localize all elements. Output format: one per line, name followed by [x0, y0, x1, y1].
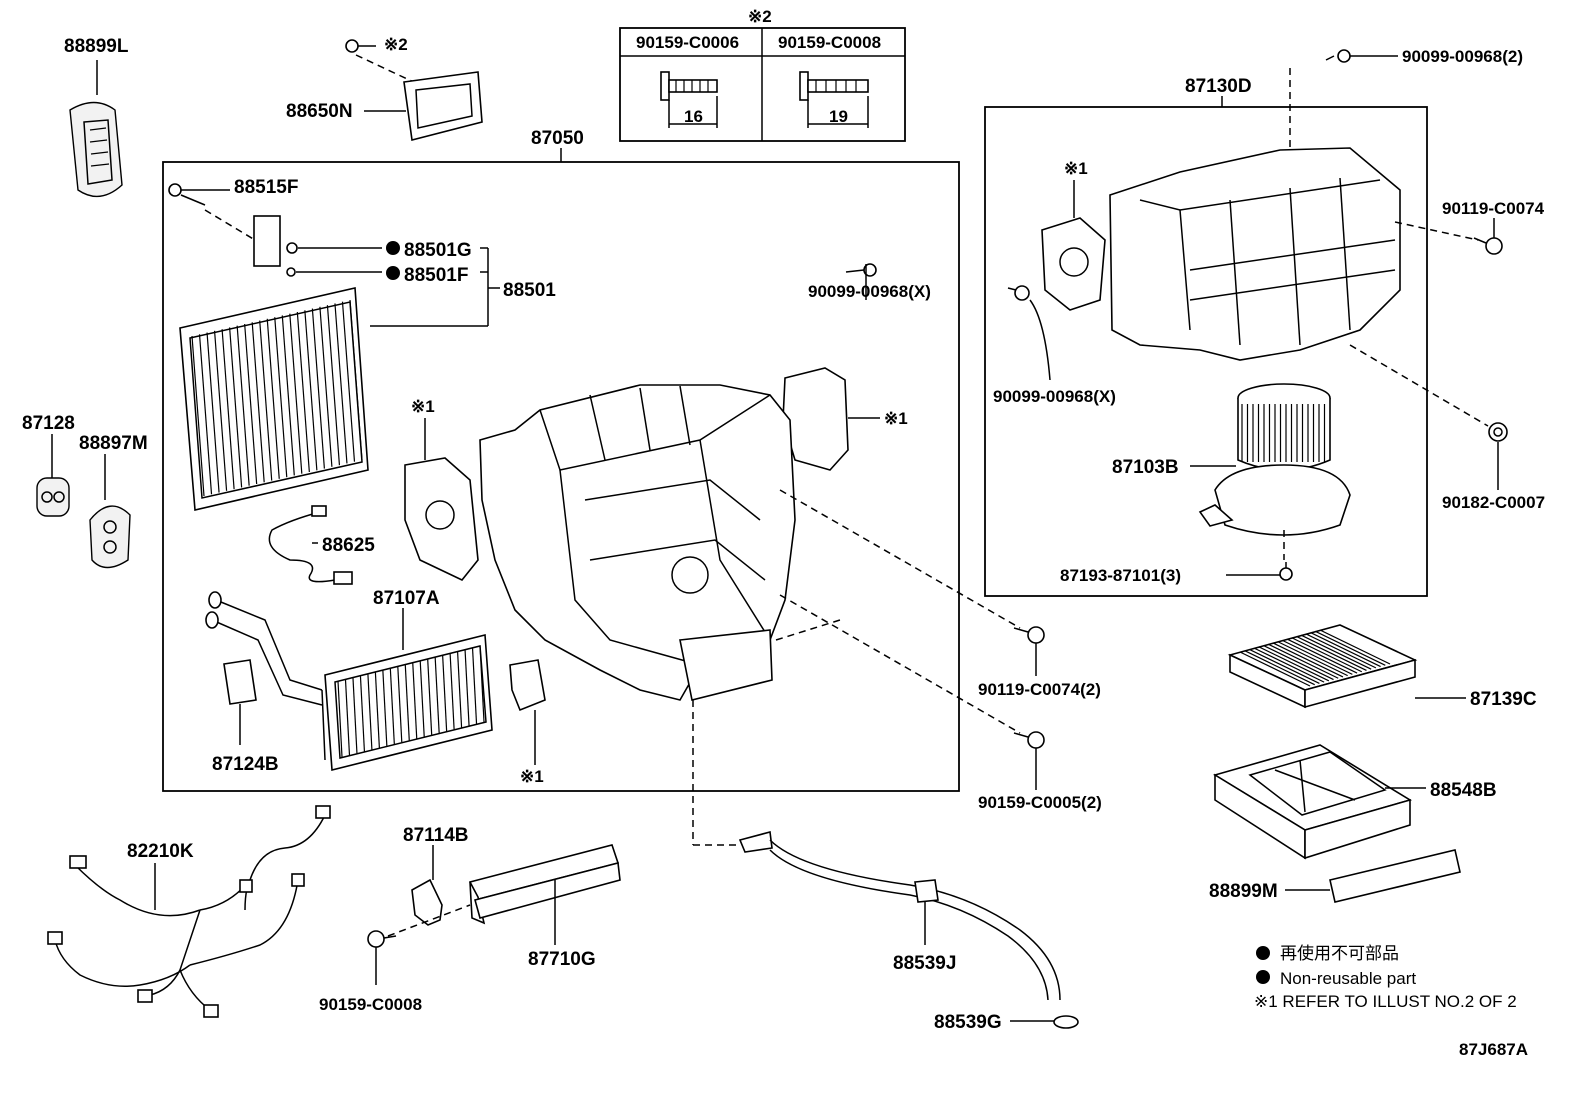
non-reusable-dot-icon	[1256, 946, 1270, 960]
part-87130D-housing	[1109, 147, 1401, 361]
screw-icon	[1013, 731, 1045, 790]
legend-non-reusable: Non-reusable part	[1280, 969, 1416, 988]
label-87103B: 87103B	[1112, 457, 1179, 478]
screw-icon	[1325, 49, 1398, 63]
table-col-90159-C0006: 90159-C0006	[636, 33, 739, 52]
screw-icon	[1226, 562, 1293, 581]
label-88650N: 88650N	[286, 101, 353, 122]
label-87050: 87050	[531, 128, 584, 149]
part-87710G-heater	[469, 844, 621, 945]
part-resistor	[509, 659, 546, 765]
label-87130D: 87130D	[1185, 76, 1252, 97]
legend: 再使用不可部品 Non-reusable part ※1 REFER TO IL…	[1254, 943, 1517, 1011]
part-87050-housing	[479, 384, 796, 701]
part-87124B-bracket	[223, 659, 257, 745]
part-88650N-drawing	[345, 39, 483, 141]
legend-refer-illust: ※1 REFER TO ILLUST NO.2 OF 2	[1254, 992, 1517, 1011]
bolt-icon	[799, 71, 869, 101]
ref2-table: ※2	[748, 7, 772, 26]
label-90119-C0074-2: 90119-C0074(2)	[978, 680, 1101, 699]
table-col-90159-C0008: 90159-C0008	[778, 33, 881, 52]
label-88539G: 88539G	[934, 1012, 1002, 1033]
label-82210K: 82210K	[127, 841, 194, 862]
label-88501: 88501	[503, 280, 556, 301]
bolt-icon	[660, 71, 718, 101]
screw-icon	[1473, 218, 1503, 255]
dim-16: 16	[684, 107, 703, 126]
label-87107A: 87107A	[373, 588, 440, 609]
ref1-actuator-left: ※1	[411, 397, 435, 416]
diagram-id: 87J687A	[1459, 1040, 1528, 1059]
label-87124B: 87124B	[212, 754, 279, 775]
label-87193-87101-3: 87193-87101(3)	[1060, 566, 1181, 585]
label-88899M: 88899M	[1209, 881, 1278, 902]
label-87128: 87128	[22, 413, 75, 434]
part-88501-evaporator	[179, 287, 369, 511]
non-reusable-dot-icon	[386, 266, 400, 280]
label-90099-00968-x2: 90099-00968(X)	[993, 387, 1116, 406]
part-actuator-right	[782, 367, 880, 471]
part-88897M-drawing	[89, 454, 131, 569]
label-88897M: 88897M	[79, 433, 148, 454]
label-87710G: 87710G	[528, 949, 596, 970]
label-87114B: 87114B	[403, 825, 469, 846]
ref2-88650N: ※2	[384, 35, 408, 54]
label-88501F: 88501F	[404, 265, 468, 286]
label-90159-C0008: 90159-C0008	[319, 995, 422, 1014]
bolt-table: 16 19	[619, 27, 906, 142]
part-damper	[1041, 180, 1106, 311]
part-actuator-left	[404, 418, 479, 581]
screw-icon	[845, 263, 877, 300]
group-87130D-box	[984, 106, 1428, 597]
part-82210K-harness	[47, 805, 331, 1018]
label-88501G: 88501G	[404, 240, 472, 261]
part-88539G-drawing	[1010, 1015, 1079, 1029]
part-87107A-heater-core	[205, 591, 493, 772]
screw-icon	[1007, 285, 1051, 381]
non-reusable-dot-icon	[1256, 970, 1270, 984]
part-87103B-fan	[1190, 383, 1351, 536]
label-90159-C0005-2: 90159-C0005(2)	[978, 793, 1102, 812]
label-90099-00968-x1: 90099-00968(X)	[808, 282, 931, 301]
part-87114B-drawing	[411, 845, 443, 926]
label-88899L: 88899L	[64, 36, 129, 57]
ref1-damper: ※1	[1064, 159, 1088, 178]
screw-icon	[1488, 422, 1508, 490]
part-88548B-tray	[1213, 744, 1426, 860]
part-88899M-strip	[1285, 849, 1461, 903]
label-90119-C0074: 90119-C0074	[1442, 199, 1545, 218]
part-88625-drawing	[268, 505, 353, 585]
label-88548B: 88548B	[1430, 780, 1497, 801]
label-88539J: 88539J	[893, 953, 956, 974]
part-87128-drawing	[36, 434, 70, 517]
screw-icon	[1013, 626, 1045, 676]
legend-japanese: 再使用不可部品	[1280, 943, 1399, 963]
dim-19: 19	[829, 107, 848, 126]
ref1-resistor: ※1	[520, 767, 544, 786]
part-88539J-hose	[738, 830, 1061, 1001]
label-90182-C0007: 90182-C0007	[1442, 493, 1545, 512]
ref1-actuator-right: ※1	[884, 409, 908, 428]
non-reusable-dot-icon	[386, 241, 400, 255]
label-87139C: 87139C	[1470, 689, 1537, 710]
label-88515F: 88515F	[234, 177, 298, 198]
part-87139C-filter	[1227, 624, 1466, 709]
part-88515F-drawing	[168, 183, 281, 267]
label-88625: 88625	[322, 535, 375, 556]
screw-icon	[367, 930, 397, 985]
label-90099-00968-2: 90099-00968(2)	[1402, 47, 1523, 66]
part-88899L-drawing	[69, 60, 123, 198]
